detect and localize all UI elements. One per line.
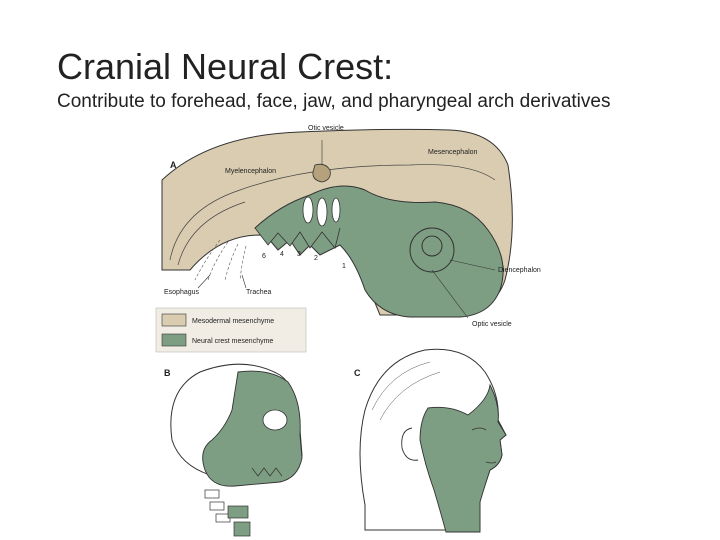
label-esophagus: Esophagus xyxy=(164,289,200,296)
panel-b-label: B xyxy=(164,368,171,378)
legend-label-mesodermal: Mesodermal mesenchyme xyxy=(192,318,274,325)
legend-swatch-neural-crest xyxy=(161,333,187,347)
otic-vesicle-shape xyxy=(312,163,331,183)
legend-swatch-mesodermal xyxy=(161,313,187,327)
panel-c-label: C xyxy=(354,368,361,378)
slide-title: Cranial Neural Crest: xyxy=(57,46,394,87)
label-myelencephalon: Myelencephalon xyxy=(225,168,276,175)
label-trachea: Trachea xyxy=(246,289,272,296)
panel-b-skull: B xyxy=(164,363,303,537)
legend: Mesodermal mesenchyme Neural crest mesen… xyxy=(155,307,307,353)
arch-number: 2 xyxy=(314,255,318,262)
arch-number: 6 xyxy=(262,253,266,260)
arch-number: 1 xyxy=(342,263,346,270)
label-otic-vesicle: Otic vesicle xyxy=(308,125,344,132)
panel-a-label: A xyxy=(170,160,177,170)
neural-crest-region xyxy=(254,185,504,318)
slide-subtitle: Contribute to forehead, face, jaw, and p… xyxy=(57,91,611,112)
panel-a-embryo: A Otic vesicle Mesencephalon Myelencepha… xyxy=(161,125,541,328)
arch-number: 3 xyxy=(297,251,301,258)
neural-crest-skull xyxy=(202,370,303,487)
neural-crest-figure: A Otic vesicle Mesencephalon Myelencepha… xyxy=(155,125,541,537)
panel-c-face: C xyxy=(354,348,507,533)
neural-crest-face xyxy=(419,383,507,533)
label-diencephalon: Diencephalon xyxy=(498,267,541,274)
label-mesencephalon: Mesencephalon xyxy=(428,149,478,156)
legend-label-neural-crest: Neural crest mesenchyme xyxy=(192,338,273,345)
label-optic-vesicle: Optic vesicle xyxy=(472,321,512,328)
arch-number: 4 xyxy=(280,251,284,258)
